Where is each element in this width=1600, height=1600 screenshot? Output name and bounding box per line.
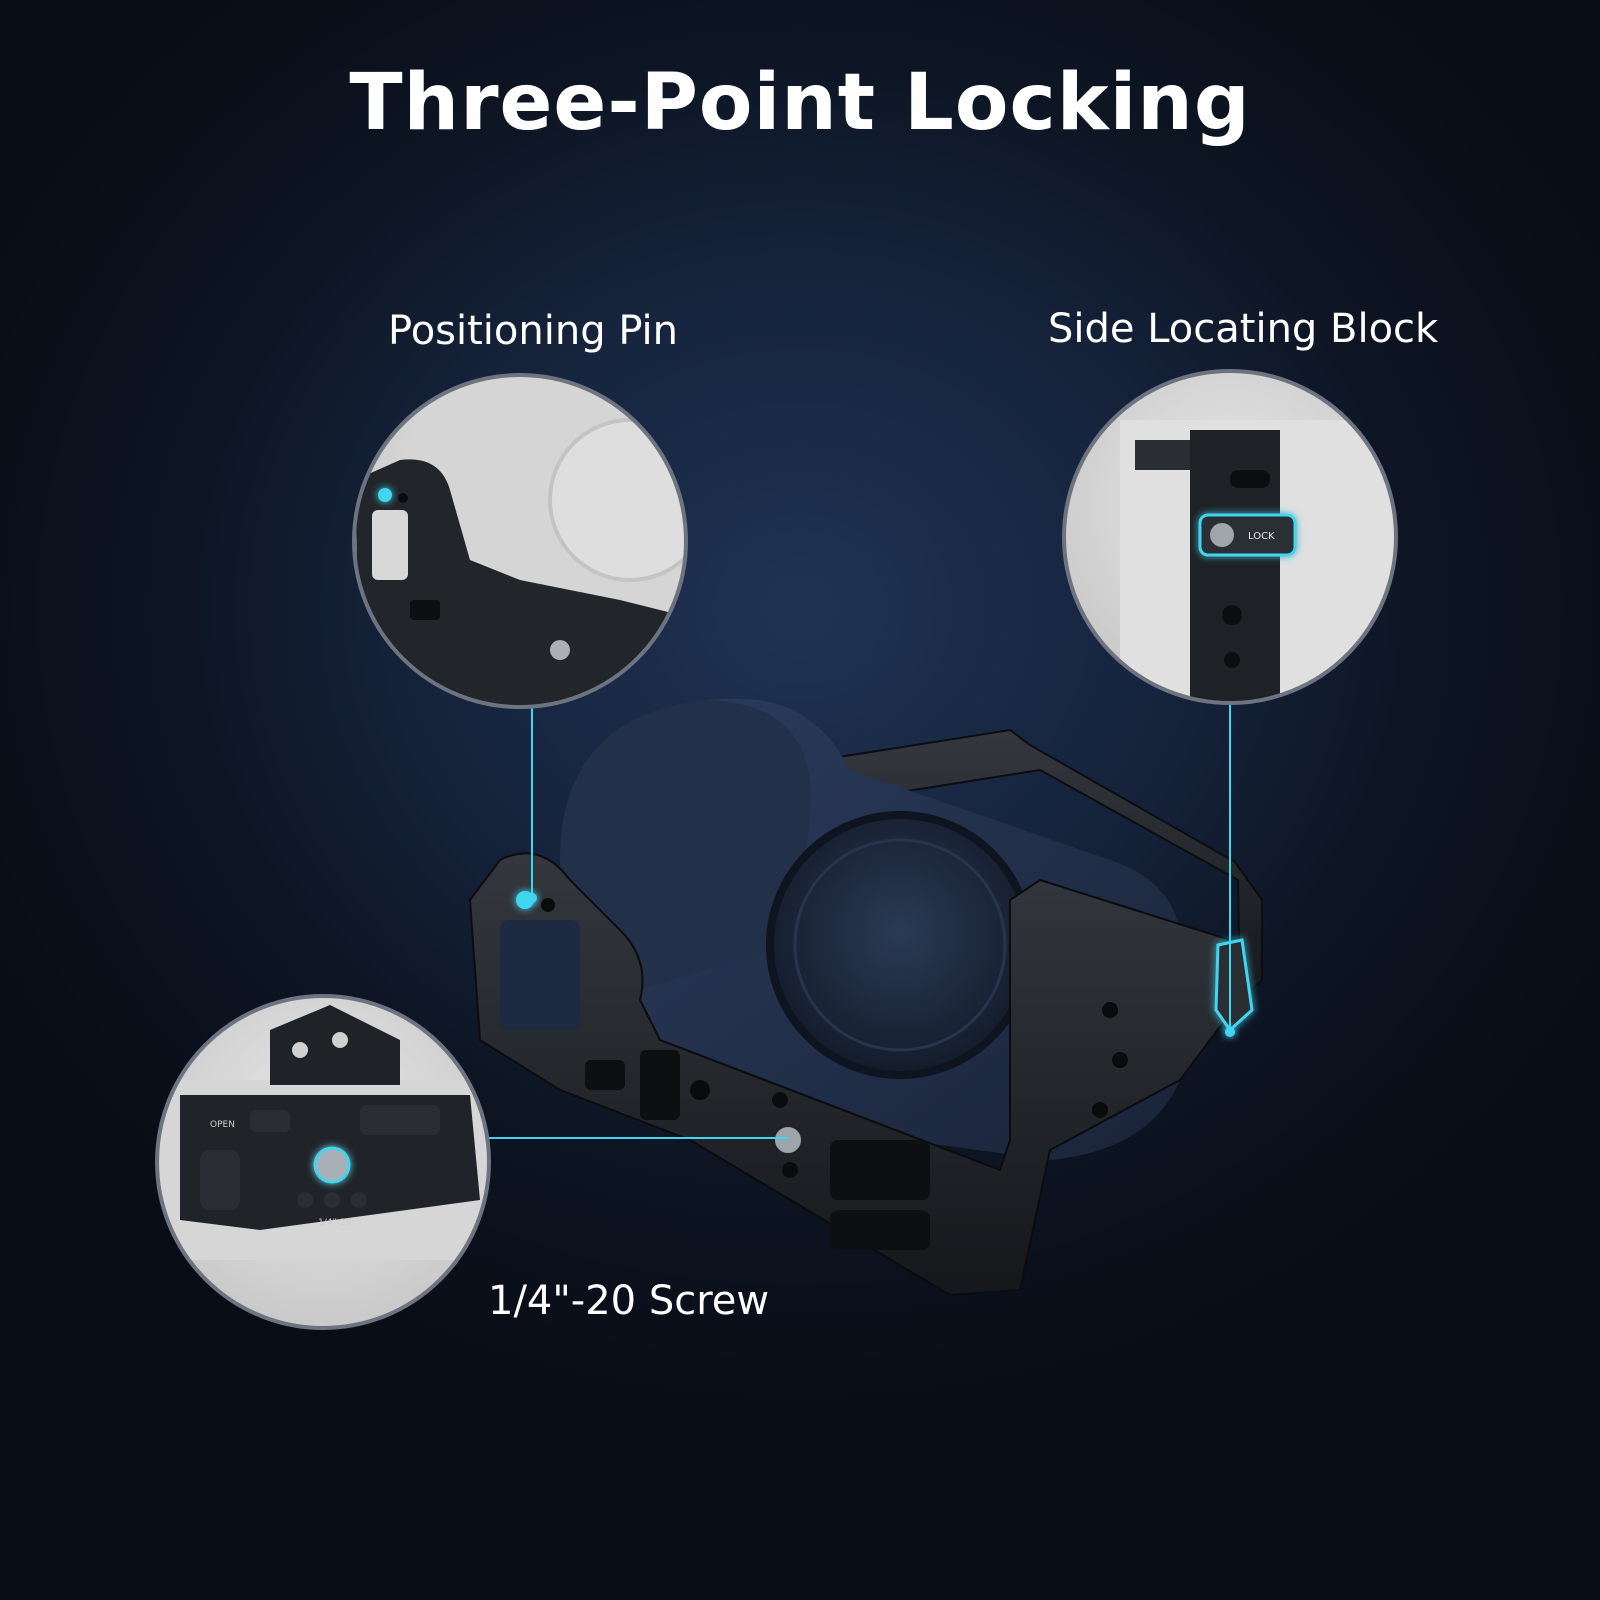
cage-top-frame (818, 728, 1263, 1003)
positioning-pin-label: Positioning Pin (388, 308, 679, 354)
connector-lines (489, 703, 1231, 1139)
zoom-screw: OPEN 1/4"-20 (155, 994, 491, 1330)
lens-mount-cap (766, 811, 1034, 1079)
lock-engraving: LOCK (1248, 531, 1275, 542)
page-title: Three-Point Locking (349, 58, 1251, 148)
camera-cage-main (468, 698, 1263, 1297)
zoom-positioning-pin (352, 373, 688, 709)
zoom-side-locating-block: LOCK (1062, 369, 1398, 705)
main-screw (773, 1125, 803, 1155)
side-locating-block-label: Side Locating Block (1048, 306, 1439, 352)
cage-front-frame (468, 852, 1242, 1297)
open-engraving: OPEN (210, 1120, 235, 1130)
zoom-screw-head (313, 1146, 351, 1184)
camera-grip (560, 700, 811, 990)
thread-engraving: 1/4"-20 (318, 1218, 352, 1228)
screw-label: 1/4"-20 Screw (488, 1278, 770, 1324)
main-side-block (1214, 938, 1254, 1033)
